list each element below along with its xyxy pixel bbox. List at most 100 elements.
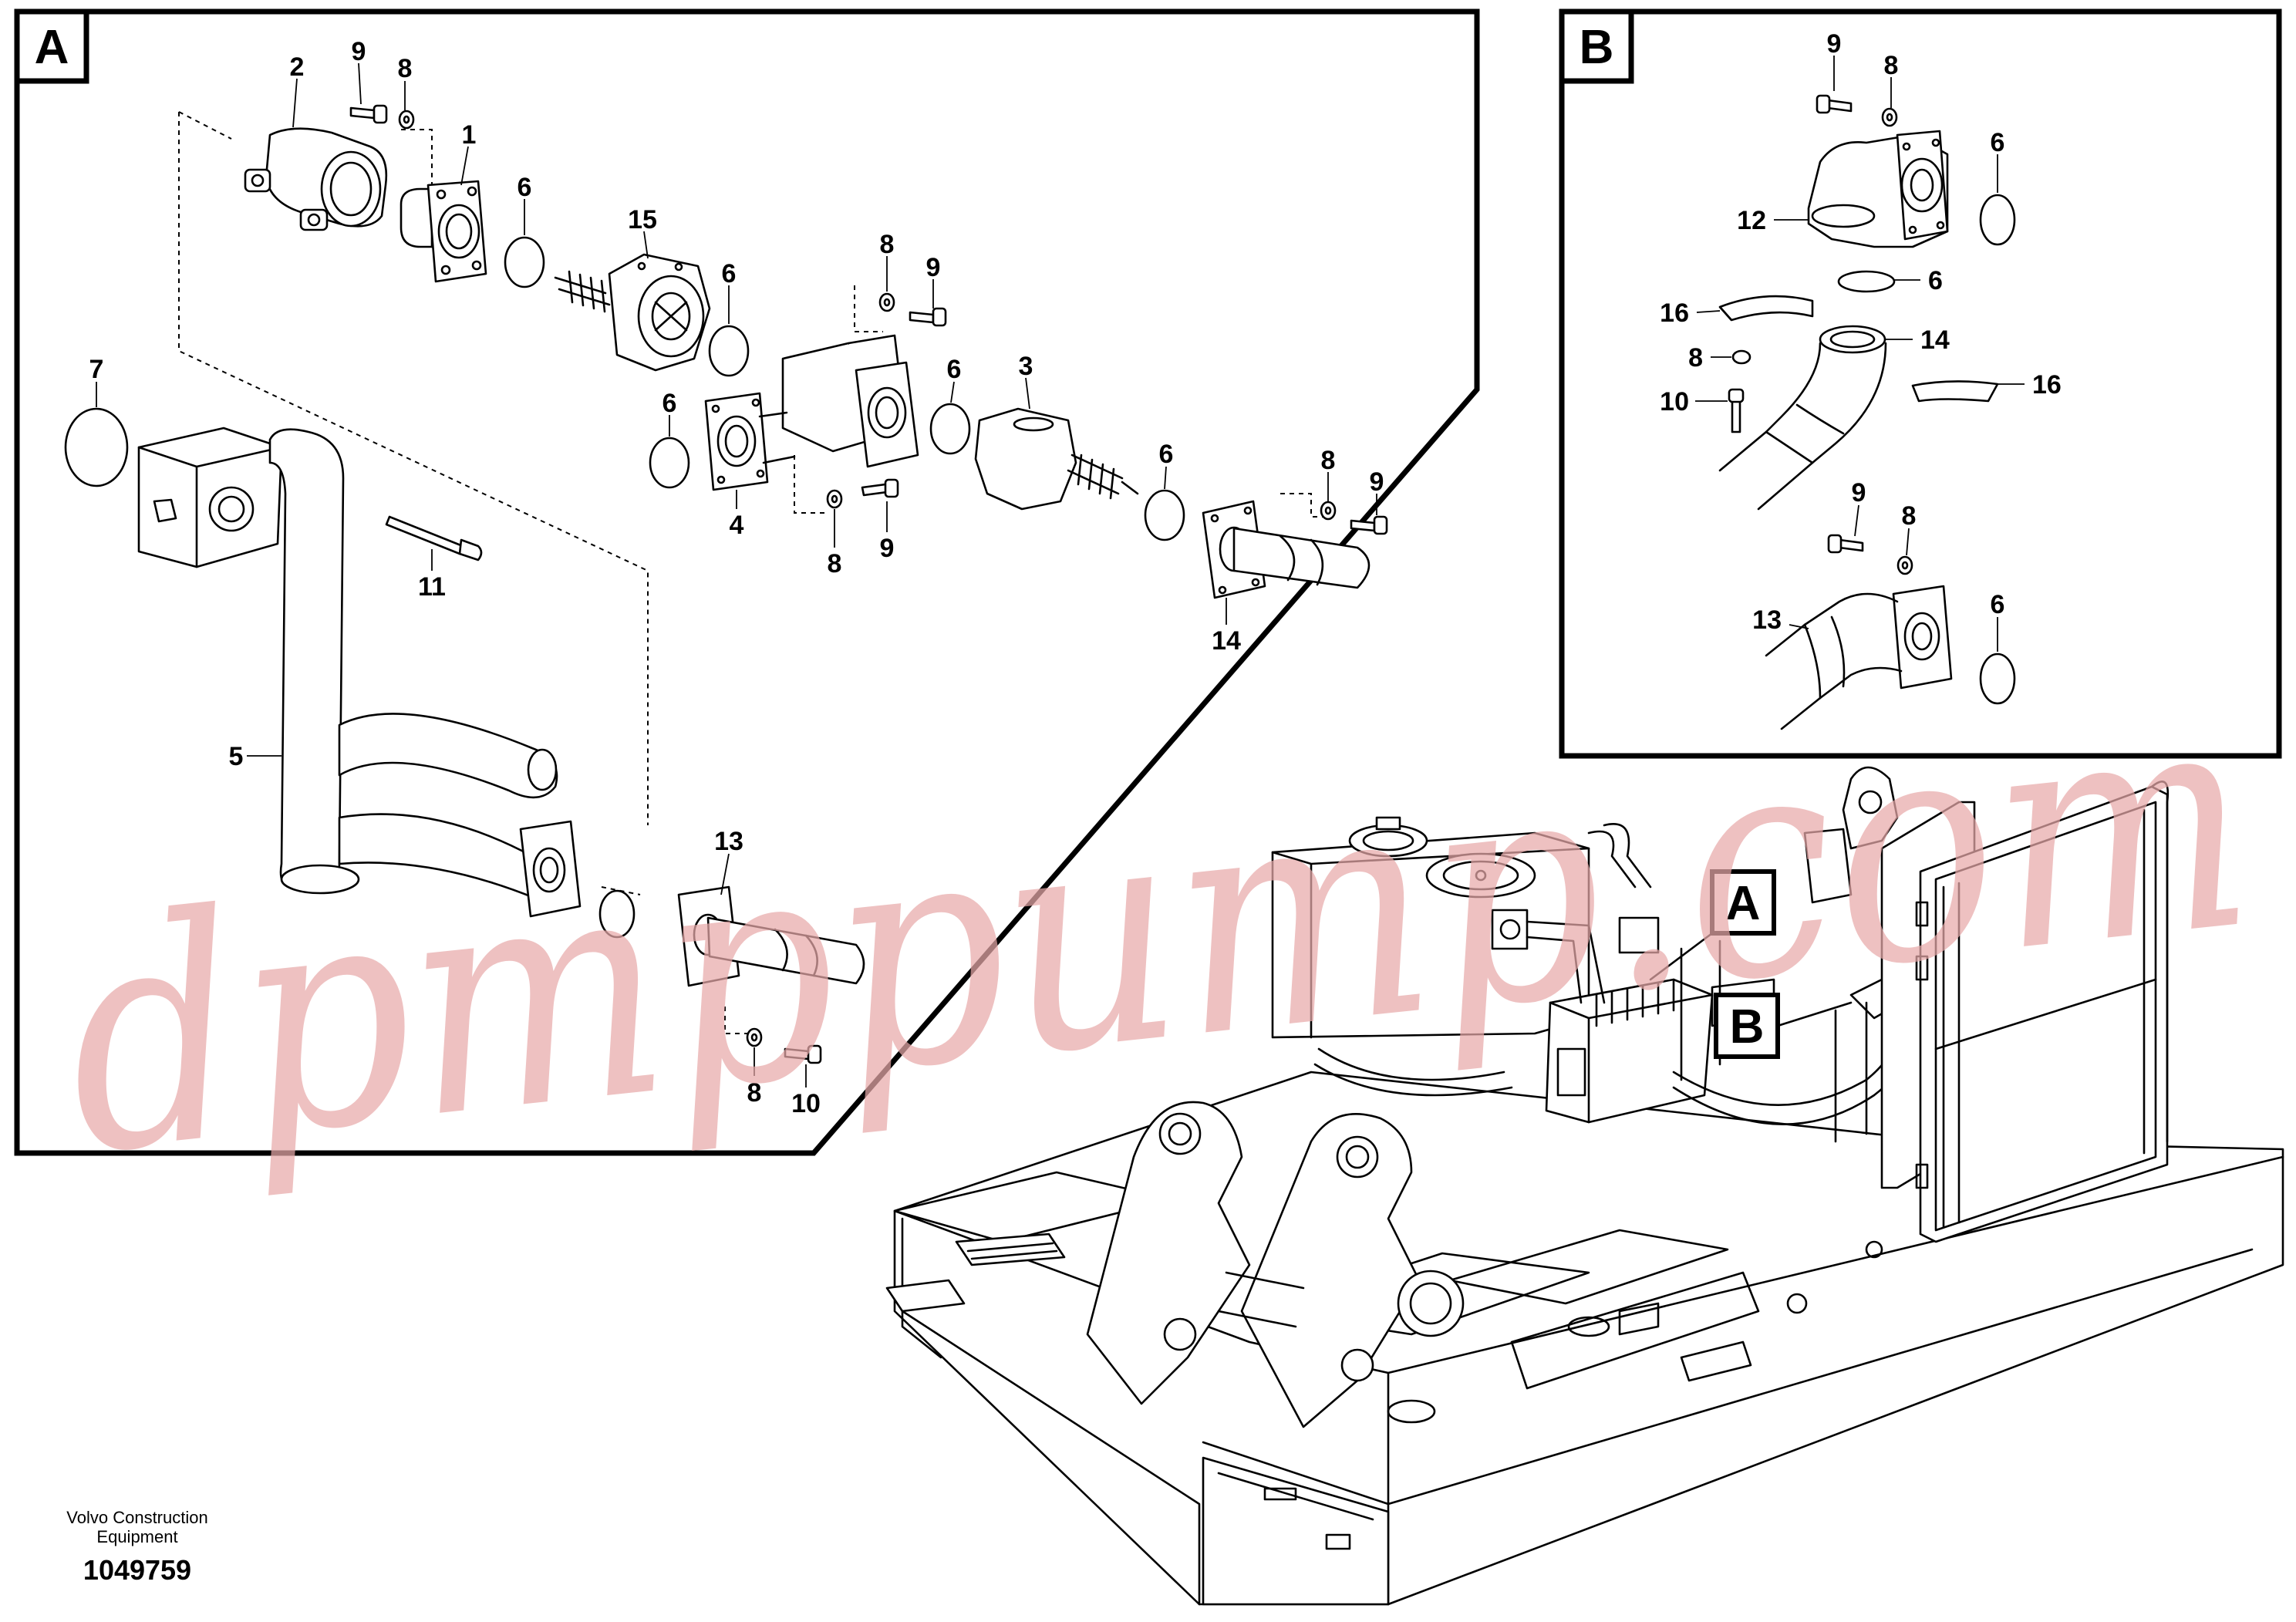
guide-line — [854, 285, 883, 332]
callout-6: 6 — [947, 355, 962, 384]
swivel-part-3 — [974, 407, 1139, 511]
callout-16: 16 — [2032, 370, 2062, 400]
callout-10: 10 — [791, 1089, 821, 1118]
washer-part-8 — [1881, 107, 1898, 127]
callout-6: 6 — [663, 389, 677, 418]
callout-9: 9 — [926, 253, 941, 282]
drawing-number: 1049759 — [83, 1554, 191, 1586]
clamp-part-2 — [244, 127, 388, 231]
detail-b-frame — [1559, 8, 2282, 759]
callout-8: 8 — [1321, 446, 1336, 475]
bolt-part-11 — [385, 515, 483, 561]
washer-part-8 — [746, 1027, 763, 1047]
overview-tag-a-label: A — [1726, 877, 1761, 930]
washer-part-8 — [1320, 501, 1337, 521]
clamp-part-16 — [1718, 295, 1814, 322]
detail-b-panel: B — [1559, 8, 2282, 759]
detail-a-frame — [14, 8, 1480, 1156]
bolt-part-9 — [349, 104, 388, 124]
radiator — [1880, 781, 2170, 1243]
detail-a-tag: A — [35, 21, 69, 74]
callout-8: 8 — [880, 230, 895, 259]
o-ring — [598, 889, 636, 939]
callout-13: 13 — [714, 827, 743, 856]
callout-9: 9 — [352, 37, 366, 66]
o-ring-part-6 — [1144, 489, 1185, 541]
callout-8: 8 — [1902, 501, 1917, 531]
boom-bracket — [1086, 1101, 1465, 1428]
manifold-part-5 — [137, 427, 558, 900]
hose-part-13 — [677, 885, 865, 987]
callout-6: 6 — [1991, 590, 2005, 619]
callout-8: 8 — [828, 549, 842, 578]
callout-9: 9 — [1852, 478, 1866, 508]
callout-3: 3 — [1019, 352, 1033, 381]
o-ring-part-7 — [64, 407, 129, 487]
bolt-part-10 — [784, 1044, 822, 1064]
bolt-part-10 — [1728, 388, 1745, 433]
o-ring-part-6 — [708, 325, 750, 377]
callout-4: 4 — [730, 511, 744, 540]
callout-8: 8 — [747, 1078, 762, 1108]
flange-part-1 — [400, 180, 487, 283]
leader-lines-a — [96, 62, 1377, 1088]
guide-line — [401, 129, 433, 185]
callout-6: 6 — [518, 173, 532, 202]
bolt-part-9 — [1827, 534, 1864, 554]
callout-12: 12 — [1737, 206, 1766, 235]
callout-6: 6 — [1159, 440, 1174, 469]
callout-2: 2 — [290, 52, 305, 82]
callout-5: 5 — [229, 742, 244, 771]
elbow-part-12 — [1807, 130, 1949, 248]
o-ring-part-6 — [1837, 270, 1896, 293]
guide-line — [794, 455, 825, 514]
company-line-1: Volvo Construction — [66, 1508, 207, 1527]
guide-line — [178, 111, 232, 140]
callout-7: 7 — [89, 355, 104, 384]
callout-9: 9 — [880, 534, 895, 563]
callout-9: 9 — [1827, 29, 1842, 59]
o-ring-part-6 — [504, 236, 545, 288]
callout-14: 14 — [1920, 325, 1950, 355]
guide-line — [1280, 493, 1327, 518]
overview-tag-b: B — [1714, 993, 1853, 1059]
washer-part-8 — [826, 489, 843, 509]
detail-a-panel: A — [14, 8, 1480, 1156]
washer-part-8 — [1896, 555, 1913, 575]
overview-tag-b-label: B — [1730, 1000, 1765, 1054]
detail-b-tag: B — [1580, 21, 1614, 74]
callout-15: 15 — [628, 205, 657, 234]
elbow-pipe-part-14 — [1718, 325, 1887, 511]
step — [885, 1233, 1066, 1313]
overview-tag-a: A — [1649, 869, 1776, 981]
callout-11: 11 — [418, 572, 446, 602]
washer-part-8 — [398, 110, 415, 130]
washer-part-8 — [878, 292, 895, 312]
bolt-part-9 — [909, 307, 947, 327]
footer: Volvo Construction Equipment 1049759 — [66, 1508, 207, 1586]
swivel-part-15 — [554, 253, 711, 372]
callout-6: 6 — [722, 259, 737, 288]
flange-part-5-end — [519, 820, 582, 918]
o-ring-part-6 — [649, 437, 690, 489]
block-part-4 — [704, 334, 919, 491]
detail-b-tag-box — [1559, 8, 1634, 84]
callout-13: 13 — [1752, 605, 1782, 635]
callout-9: 9 — [1370, 467, 1384, 497]
o-ring-part-6 — [1979, 653, 2016, 705]
callout-8: 8 — [1884, 51, 1899, 80]
lifting-eye — [1803, 766, 1899, 904]
o-ring-part-6 — [1979, 194, 2016, 246]
callout-6: 6 — [1991, 128, 2005, 157]
bolt-part-9 — [861, 478, 899, 498]
callout-6: 6 — [1928, 266, 1943, 295]
callout-8: 8 — [1688, 343, 1703, 373]
callout-14: 14 — [1212, 626, 1241, 656]
hose-flange-part-13 — [1765, 585, 1953, 730]
callout-16: 16 — [1660, 298, 1689, 328]
o-ring-part-6 — [929, 403, 971, 455]
hose-part-14 — [1202, 500, 1371, 599]
callout-8: 8 — [398, 54, 413, 83]
washer-part-8 — [1731, 349, 1752, 365]
